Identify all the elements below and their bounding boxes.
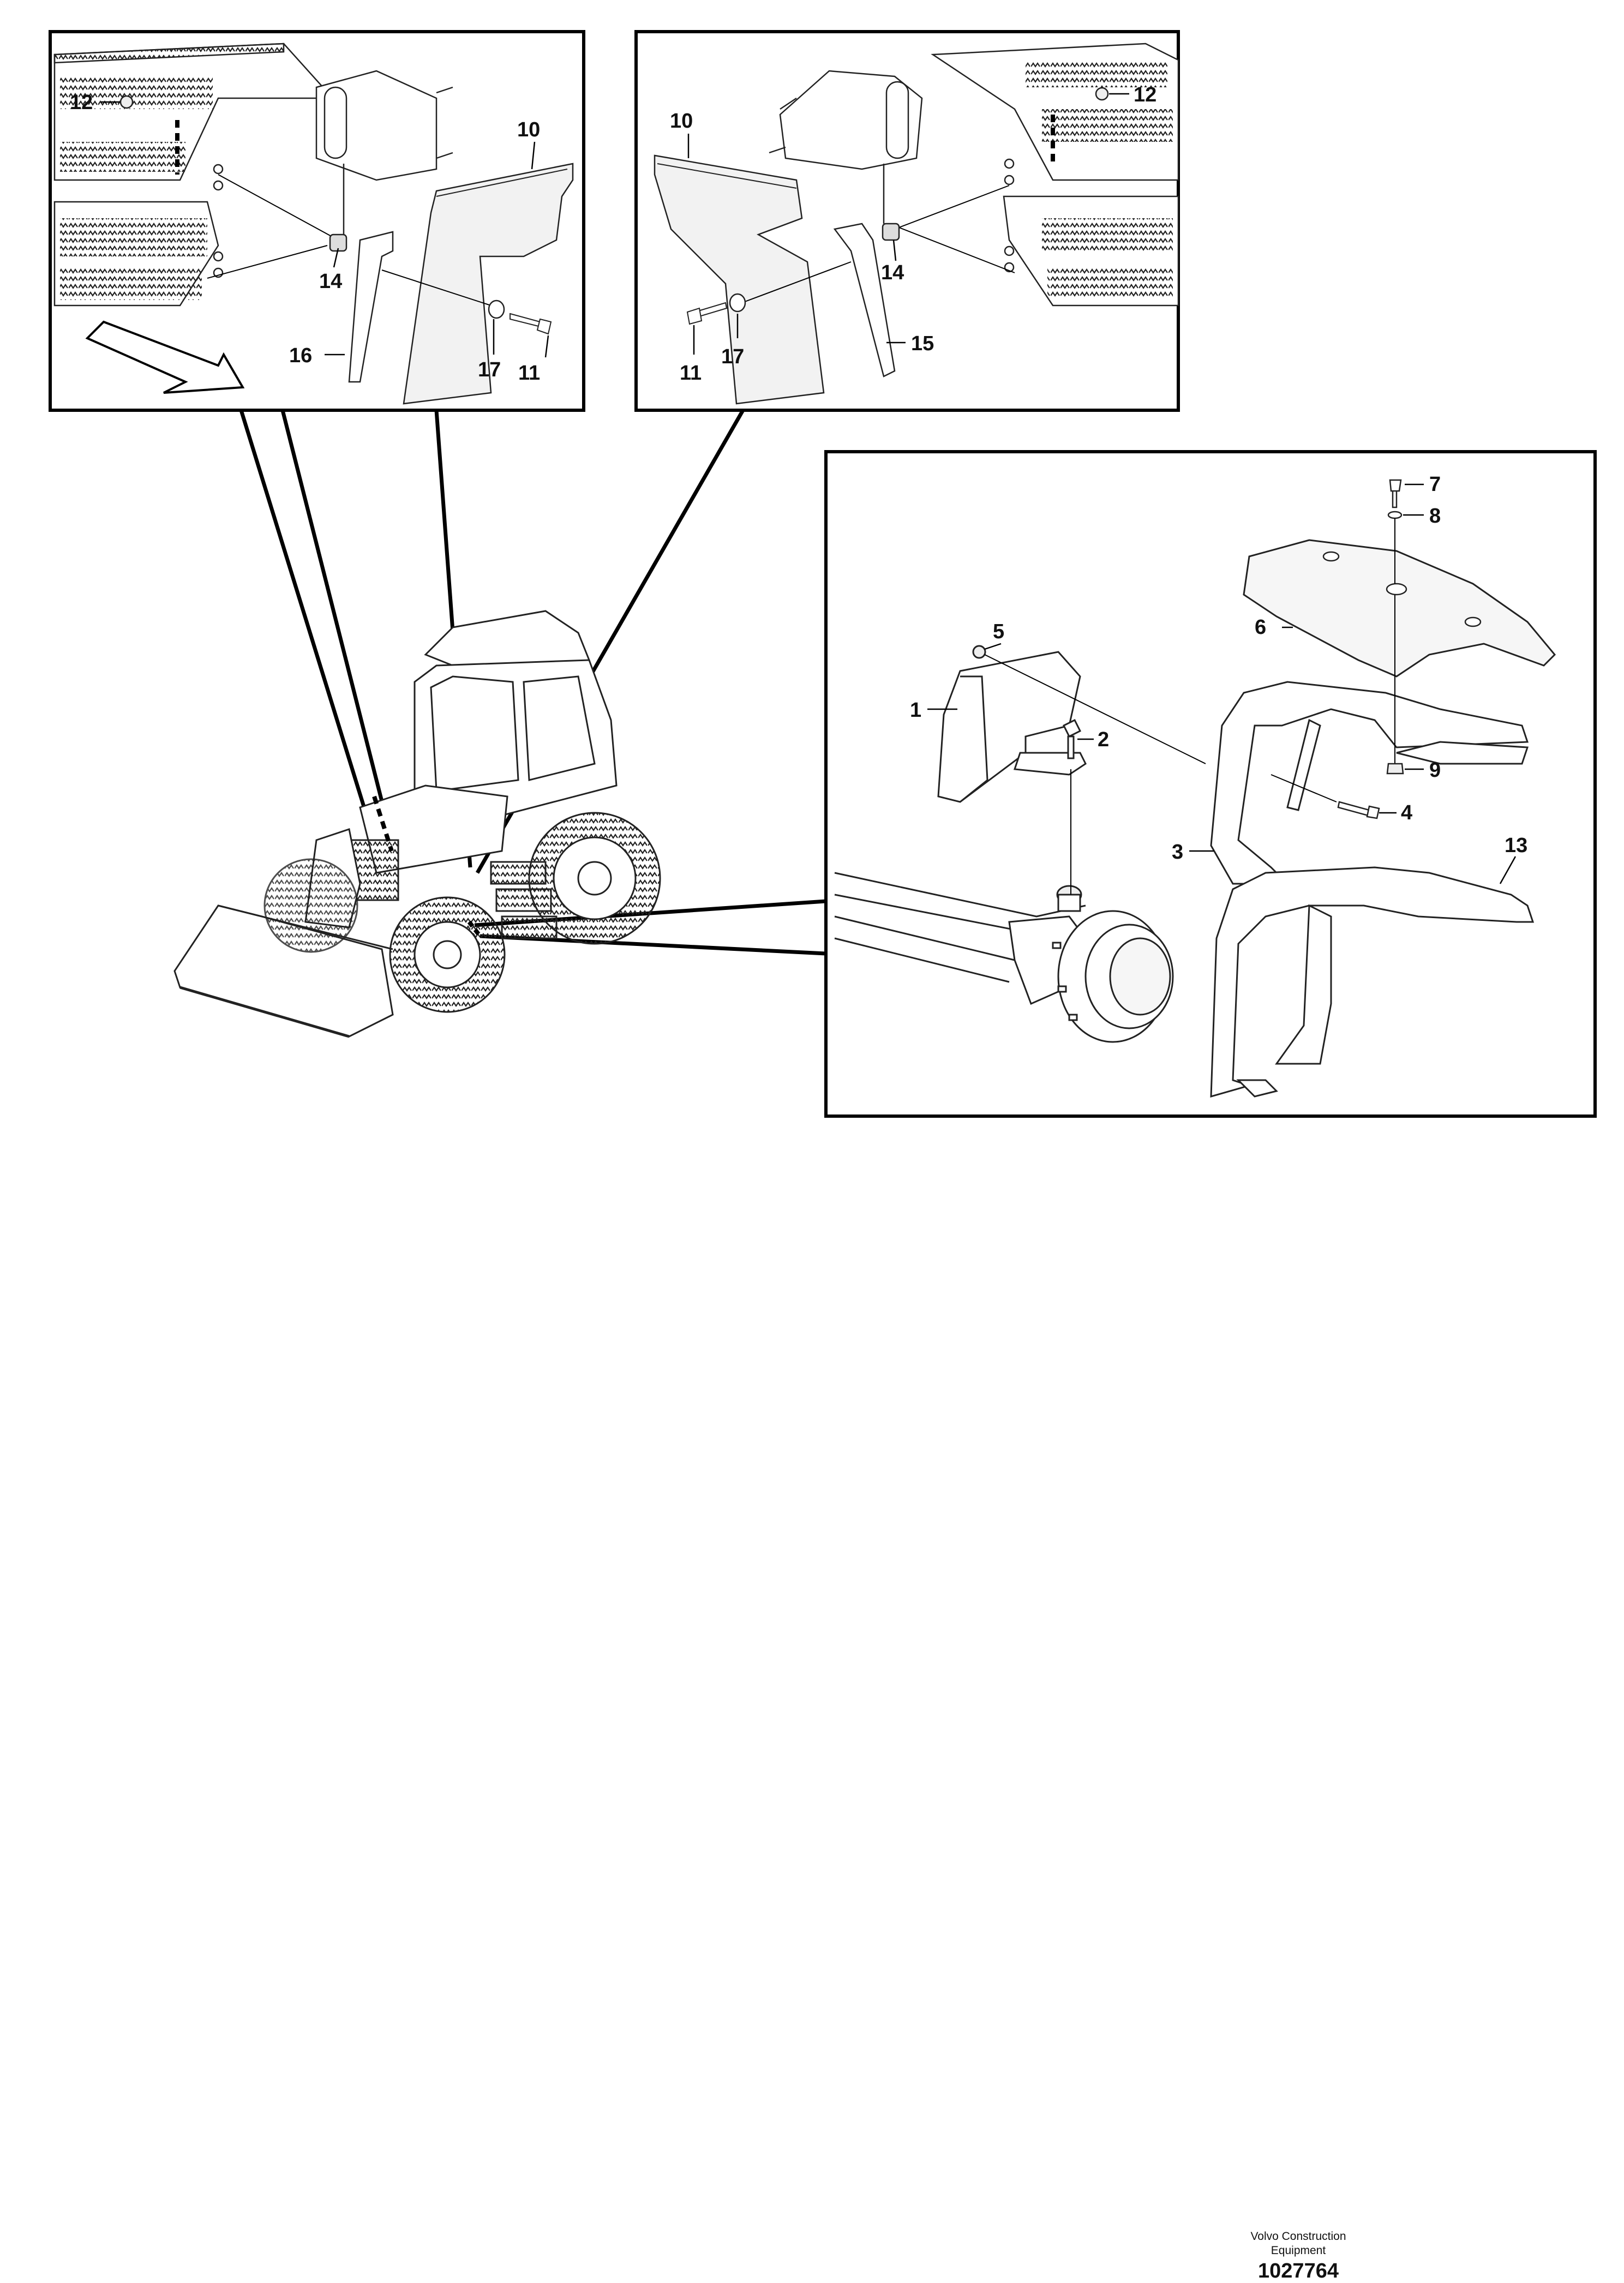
washer-part (729, 293, 746, 313)
nut-part (1386, 763, 1404, 775)
credit-line-1: Volvo Construction (1250, 2230, 1346, 2243)
label-screw-frame: 4 (1401, 801, 1412, 824)
panel-lower-right: 7 8 6 5 1 2 3 4 9 13 (824, 450, 1597, 1118)
label-plate: 16 (289, 344, 312, 367)
screw-part (1062, 718, 1082, 759)
label-nut: 12 (1134, 83, 1156, 106)
bracket-part (937, 651, 1081, 803)
axle-part (834, 872, 1174, 1043)
credit-line-2: Equipment (1271, 2244, 1326, 2257)
spacer-part (882, 223, 900, 241)
washer-part (488, 299, 505, 319)
direction-arrow-icon (85, 320, 245, 394)
mud-flap-part (403, 163, 574, 405)
label-spacer: 14 (319, 270, 342, 293)
step-assembly-left (53, 43, 453, 307)
label-washer-fender: 8 (1429, 505, 1441, 528)
drawing-number: 1027764 (1258, 2260, 1339, 2282)
label-screw-bracket: 2 (1098, 728, 1109, 751)
backhoe-loader-illustration (173, 610, 661, 1038)
fender-part (1243, 539, 1556, 678)
label-bracket: 1 (910, 699, 921, 722)
label-frame: 3 (1172, 841, 1183, 864)
nut-part (972, 645, 986, 659)
label-plate: 15 (911, 332, 934, 355)
label-fender: 6 (1255, 616, 1266, 639)
diagram-canvas: 12 10 14 16 17 11 (49, 30, 1597, 1118)
label-nut-fender: 9 (1429, 759, 1441, 782)
label-washer: 17 (478, 358, 501, 381)
label-screw-fender: 7 (1429, 473, 1441, 496)
step-assembly-right (769, 43, 1179, 307)
label-bolt: 11 (680, 362, 702, 385)
nut-part (119, 95, 134, 109)
label-flap: 10 (517, 118, 540, 141)
label-flap: 10 (670, 110, 693, 133)
frame-part (1210, 681, 1529, 885)
label-washer: 17 (721, 345, 744, 368)
label-spacer: 14 (881, 261, 904, 284)
nut-part (1095, 87, 1109, 101)
parts-diagram: 12 10 14 16 17 11 (49, 30, 1597, 2282)
label-bolt: 11 (518, 362, 540, 385)
mud-flap-part (654, 154, 825, 405)
label-assembly: 13 (1505, 834, 1527, 857)
label-nut: 12 (70, 91, 93, 114)
plate-part (833, 223, 896, 377)
plate-part (348, 231, 394, 383)
panel-top-left: 12 10 14 16 17 11 (49, 30, 585, 412)
panel-top-right: 12 10 14 15 17 11 (634, 30, 1180, 412)
screw-part (1389, 479, 1402, 508)
fender-assembly-part (1210, 866, 1535, 1098)
washer-part (1387, 511, 1403, 519)
label-nut-bracket: 5 (993, 620, 1004, 643)
